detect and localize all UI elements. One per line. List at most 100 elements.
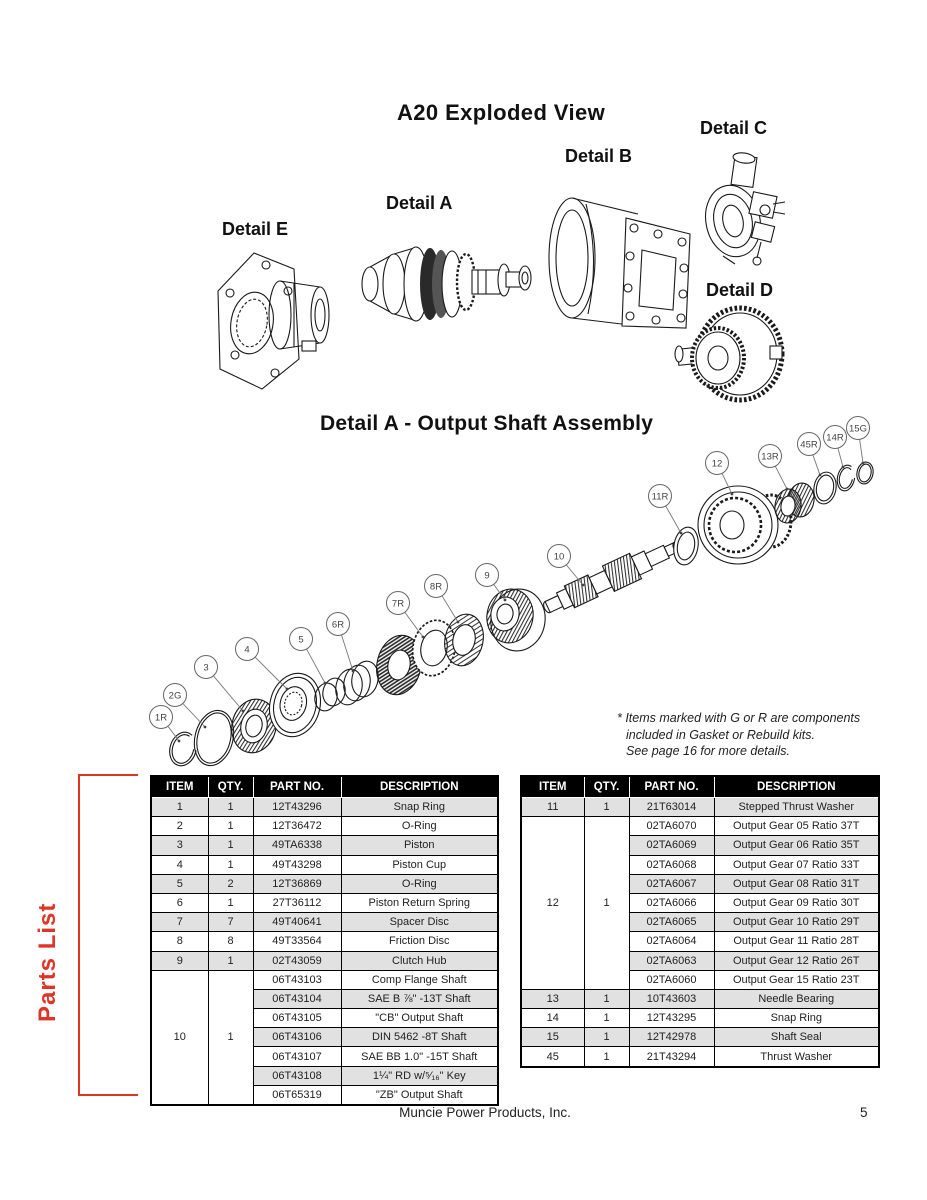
- description-cell: O-Ring: [340, 873, 499, 894]
- item-cell: 12: [520, 816, 585, 990]
- part-no-cell: 12T36472: [252, 816, 342, 837]
- part-snap-ring-2: [836, 464, 856, 492]
- column-header: QTY.: [583, 775, 630, 798]
- item-cell: 1: [150, 796, 209, 818]
- callout-8R: 8R: [424, 574, 460, 624]
- qty-cell: 1: [207, 854, 254, 875]
- description-cell: SAE B ⅞" -13T Shaft: [340, 988, 499, 1010]
- item-cell: 11: [520, 796, 585, 818]
- part-o-rings-small: [314, 677, 346, 712]
- description-cell: Friction Disc: [340, 931, 499, 952]
- part-no-cell: 21T63014: [628, 796, 715, 818]
- item-cell: 7: [150, 912, 209, 933]
- callout-9: 9: [475, 563, 507, 602]
- detail-d-drawing: [674, 305, 785, 403]
- kit-note-line: * Items marked with G or R are component…: [617, 711, 861, 725]
- svg-text:4: 4: [244, 644, 249, 655]
- description-cell: Stepped Thrust Washer: [713, 796, 880, 818]
- part-clutch-hub: [486, 588, 546, 652]
- description-cell: SAE BB 1.0" -15T Shaft: [340, 1046, 499, 1067]
- item-cell: 2: [150, 816, 209, 837]
- description-cell: Output Gear 08 Ratio 31T: [713, 873, 880, 894]
- description-cell: Output Gear 05 Ratio 37T: [713, 816, 880, 837]
- qty-cell: 1: [207, 796, 254, 818]
- part-friction-disc: [444, 613, 484, 667]
- part-no-cell: 12T43296: [252, 796, 342, 818]
- description-cell: Snap Ring: [340, 796, 499, 818]
- item-cell: 15: [520, 1027, 585, 1048]
- svg-text:11R: 11R: [652, 491, 669, 502]
- item-cell: 8: [150, 931, 209, 952]
- qty-cell: 1: [583, 1027, 630, 1048]
- part-no-cell: 02TA6070: [628, 816, 715, 837]
- qty-cell: 1: [583, 1008, 630, 1029]
- svg-text:45R: 45R: [800, 439, 818, 450]
- callout-10: 10: [547, 544, 585, 587]
- part-disc-pack: [376, 634, 422, 696]
- part-no-cell: 02TA6067: [628, 873, 715, 894]
- part-no-cell: 06T43107: [252, 1046, 342, 1067]
- column-header: PART NO.: [628, 775, 715, 798]
- part-needle-bearing: [774, 482, 815, 524]
- callout-14R: 14R: [823, 425, 847, 469]
- description-cell: Comp Flange Shaft: [340, 969, 499, 990]
- part-no-cell: 06T65319: [252, 1084, 342, 1106]
- part-no-cell: 10T43603: [628, 988, 715, 1010]
- qty-cell: 1: [207, 892, 254, 914]
- kit-note-line: See page 16 for more details.: [626, 744, 790, 758]
- description-cell: DIN 5462 -8T Shaft: [340, 1027, 499, 1048]
- part-no-cell: 02TA6064: [628, 931, 715, 952]
- part-o-ring: [193, 709, 235, 767]
- svg-text:8R: 8R: [430, 581, 442, 592]
- detail-d-label: Detail D: [706, 280, 774, 300]
- description-cell: O-Ring: [340, 816, 499, 837]
- section-title: Detail A - Output Shaft Assembly: [320, 412, 654, 435]
- qty-cell: 1: [207, 950, 254, 971]
- callout-4: 4: [235, 637, 289, 691]
- part-no-cell: 02TA6069: [628, 835, 715, 856]
- column-header: DESCRIPTION: [340, 775, 499, 798]
- detail-b-drawing: [548, 197, 691, 329]
- part-no-cell: 12T43295: [628, 1008, 715, 1029]
- part-thrust-washer: [813, 471, 837, 505]
- part-return-spring: [335, 660, 379, 706]
- column-header: ITEM: [150, 775, 209, 798]
- part-no-cell: 06T43106: [252, 1027, 342, 1048]
- part-no-cell: 12T36869: [252, 873, 342, 894]
- svg-text:7R: 7R: [392, 598, 404, 609]
- page-title: A20 Exploded View: [397, 100, 606, 125]
- item-cell: 9: [150, 950, 209, 971]
- description-cell: Shaft Seal: [713, 1027, 880, 1048]
- item-cell: 4: [150, 854, 209, 875]
- svg-text:5: 5: [298, 634, 303, 645]
- part-stepped-thrust-washer: [673, 526, 699, 566]
- callout-5: 5: [289, 627, 327, 685]
- part-no-cell: 02TA6068: [628, 854, 715, 875]
- item-cell: 45: [520, 1046, 585, 1068]
- part-no-cell: 06T43108: [252, 1065, 342, 1086]
- callout-45R: 45R: [797, 432, 822, 477]
- part-no-cell: 02TA6063: [628, 950, 715, 971]
- item-cell: 5: [150, 873, 209, 894]
- svg-text:3: 3: [203, 662, 208, 673]
- footer-page-number: 5: [860, 1105, 868, 1120]
- table-row: 06T65319"ZB" Output Shaft: [151, 1084, 499, 1106]
- svg-text:6R: 6R: [332, 619, 344, 630]
- detail-c-label: Detail C: [700, 118, 768, 138]
